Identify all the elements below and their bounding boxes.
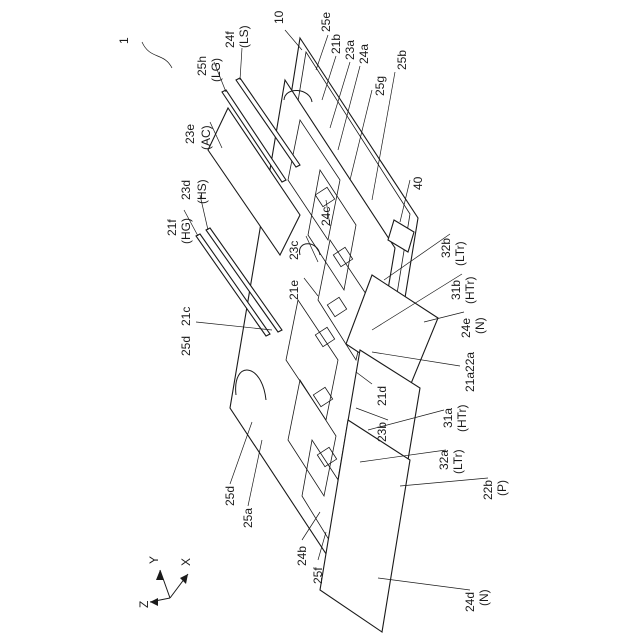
label-lg: (LG) [209,58,223,82]
label-23d: 23d [179,180,193,200]
label-ltr-1: (LTr) [453,241,467,266]
label-ls: (LS) [237,25,251,48]
label-25e: 25e [319,12,333,32]
label-24d: 24d [463,592,477,612]
label-24c: 24c [319,207,333,226]
label-25d-top: 25d [179,336,193,356]
label-24b: 24b [295,546,309,566]
axis-triad: Y X Z [137,556,193,608]
label-32a: 32a [437,450,451,470]
label-23c: 23c [287,241,301,260]
label-hs: (HS) [195,179,209,204]
label-n-2: (N) [477,589,491,606]
label-htr-2: (HTr) [455,404,469,432]
label-24e: 24e [459,318,473,338]
label-21d: 21d [375,386,389,406]
label-25h: 25h [195,56,209,76]
label-21e: 21e [287,280,301,300]
label-21b: 21b [329,34,343,54]
label-23a: 23a [343,40,357,60]
label-n-1: (N) [473,317,487,334]
label-31b: 31b [449,280,463,300]
label-25a: 25a [241,508,255,528]
label-figure-id: 1 [117,37,131,44]
label-22b: 22b [481,480,495,500]
label-31a: 31a [441,408,455,428]
axis-x-label: X [179,558,193,566]
label-21f: 21f [165,219,179,236]
label-21a22a: 21a22a [463,352,477,392]
label-25f: 25f [311,567,325,584]
label-10: 10 [272,10,286,24]
label-p: (P) [495,480,509,496]
label-24a: 24a [357,44,371,64]
label-hg: (HG) [179,218,193,244]
label-htr-1: (HTr) [463,276,477,304]
label-40: 40 [411,176,425,190]
axis-z-label: Z [137,601,151,608]
label-21c: 21c [179,307,193,326]
label-24f: 24f [223,31,237,48]
label-ac: (AC) [199,125,213,150]
axis-y-label: Y [147,556,161,564]
label-32b: 32b [439,238,453,258]
label-25d-bottom: 25d [223,486,237,506]
label-ltr-2: (LTr) [451,449,465,474]
label-25g: 25g [373,76,387,96]
label-23e: 23e [183,124,197,144]
label-23b: 23b [375,422,389,442]
label-25b: 25b [395,50,409,70]
